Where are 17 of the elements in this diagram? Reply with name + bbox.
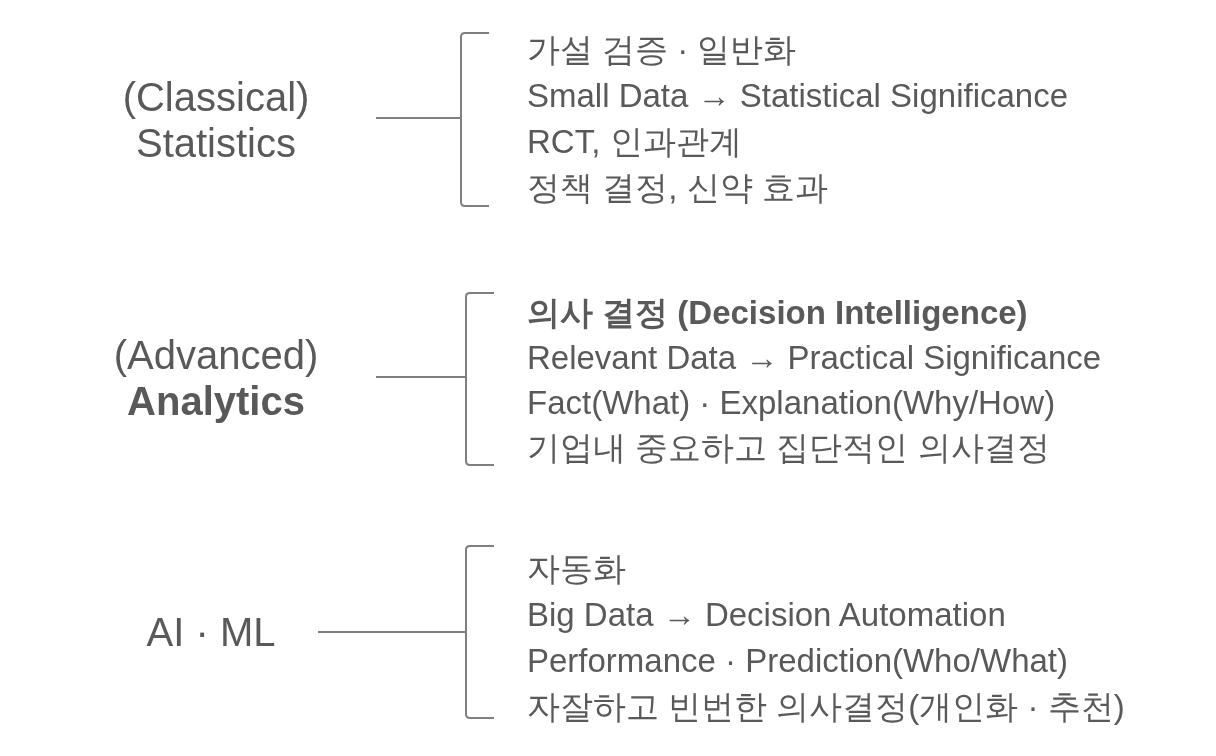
category-label: (Classical) Statistics: [121, 74, 311, 166]
list-text: 정책 결정, 신약 효과: [527, 168, 828, 208]
category-label: (Advanced) Analytics: [112, 332, 320, 424]
list-text: 기업내 중요하고 집단적인 의사결정: [527, 428, 1050, 468]
connector-line: [317, 631, 467, 633]
list-text: 자잘하고 빈번한 의사결정(개인화 · 추천): [527, 687, 1125, 727]
list-text: Small Data → Statistical Significance: [527, 76, 1069, 116]
list-text: Relevant Data → Practical Significance: [527, 338, 1102, 378]
list-text: 자동화: [527, 549, 626, 589]
list-text: RCT, 인과관계: [527, 122, 742, 162]
list-text: Fact(What) · Explanation(Why/How): [527, 383, 1056, 423]
list-text: 가설 검증 · 일반화: [527, 30, 797, 70]
list-text: Big Data → Decision Automation: [527, 595, 1006, 635]
list-text: 의사 결정 (Decision Intelligence): [527, 293, 1028, 333]
category-label: AI · ML: [145, 609, 277, 655]
connector-line: [375, 117, 462, 119]
list-text: Performance · Prediction(Who/What): [527, 641, 1068, 681]
